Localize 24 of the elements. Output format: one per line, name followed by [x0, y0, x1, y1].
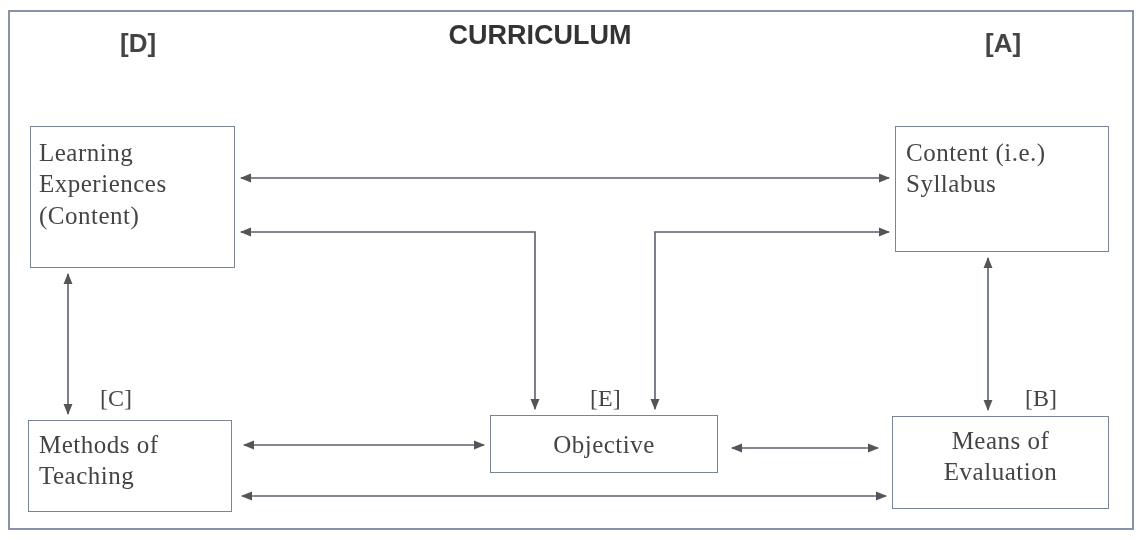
box-text: Learning Experiences (Content): [39, 139, 167, 229]
process-box: [28, 420, 232, 512]
box-text: Methods of Teaching: [39, 431, 159, 490]
arrow: [63, 272, 73, 416]
arrow: [650, 227, 891, 411]
letter-label: [C]: [100, 385, 132, 412]
arrow: [239, 173, 891, 183]
arrow: [239, 227, 540, 411]
process-box: [30, 126, 235, 268]
box-text: Objective: [553, 431, 655, 458]
process-box: [490, 415, 718, 473]
process-box: [892, 416, 1109, 509]
process-box: [895, 126, 1109, 252]
box-text: Means of Evaluation: [943, 427, 1058, 486]
box-text: Content (i.e.) Syllabus: [906, 139, 1046, 198]
letter-label: [B]: [1025, 385, 1057, 412]
arrow: [240, 491, 888, 501]
letter-label: [D]: [120, 28, 157, 59]
arrow: [730, 443, 880, 453]
title: CURRICULUM: [447, 20, 633, 51]
arrow: [242, 440, 486, 450]
arrow: [983, 256, 993, 412]
letter-label: [E]: [590, 385, 621, 412]
letter-label: [A]: [985, 28, 1022, 59]
